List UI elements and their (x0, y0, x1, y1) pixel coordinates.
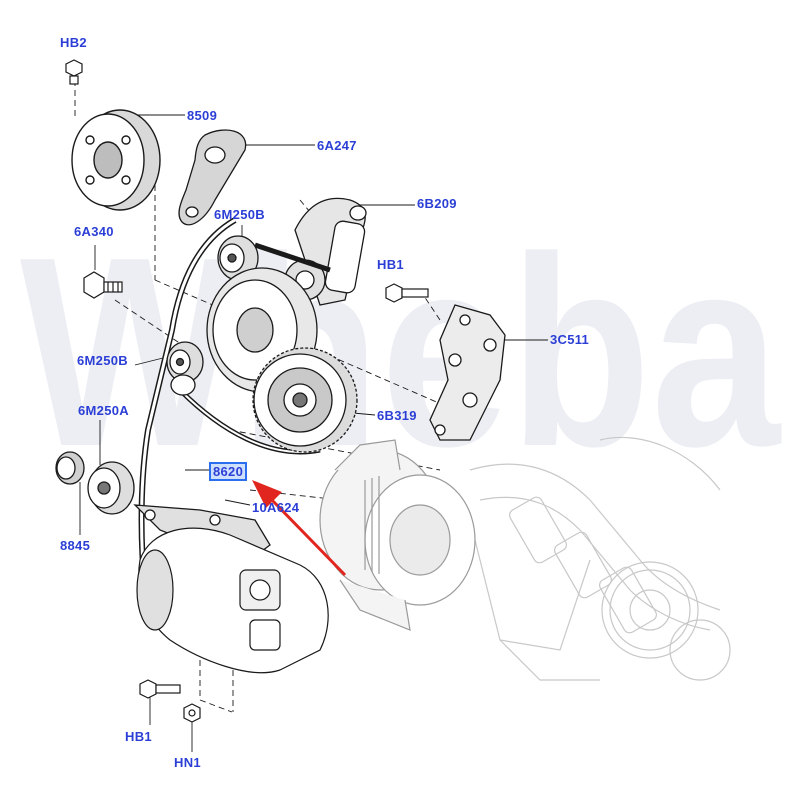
damper-6b319 (252, 347, 358, 453)
callout-hn1: HN1 (174, 755, 201, 770)
red-pointer-arrow (252, 480, 347, 577)
bolt-6a340 (83, 271, 123, 299)
callout-6a340: 6A340 (74, 224, 114, 239)
cap-8845 (55, 451, 85, 485)
bolt-hb2 (65, 59, 83, 85)
bolt-hb1-bottom (139, 679, 181, 699)
callout-3c511: 3C511 (550, 332, 590, 347)
callout-8845: 8845 (60, 538, 91, 553)
alternator (319, 439, 476, 631)
callout-6m250a: 6M250A (78, 403, 129, 418)
callout-6b319: 6B319 (377, 408, 417, 423)
ac-compressor (136, 527, 329, 674)
idler-pulley-6m250a (87, 461, 135, 515)
callout-8620-highlighted: 8620 (209, 462, 248, 481)
bracket-3c511 (429, 304, 506, 441)
callout-6a247: 6A247 (317, 138, 357, 153)
crankshaft-ghost (469, 436, 731, 681)
callout-hb2: HB2 (60, 35, 87, 50)
idler-pulley-6m250b-mid (166, 341, 204, 396)
callout-hb1-bottom: HB1 (125, 729, 152, 744)
callout-leaders (79, 114, 548, 752)
pulley-8509 (71, 109, 161, 211)
callout-6b209: 6B209 (417, 196, 457, 211)
nut-hn1 (183, 703, 201, 723)
idler-pulley-6m250b-top (217, 235, 259, 281)
bracket-6a247 (178, 129, 247, 226)
callout-6m250b-mid: 6M250B (77, 353, 128, 368)
bolt-hb1-top (385, 283, 429, 303)
callout-8509: 8509 (187, 108, 218, 123)
callout-6m250b-top: 6M250B (214, 207, 265, 222)
tensioner-6b209 (284, 197, 367, 306)
callout-10a624: 10A624 (252, 500, 300, 515)
callout-hb1-top: HB1 (377, 257, 404, 272)
